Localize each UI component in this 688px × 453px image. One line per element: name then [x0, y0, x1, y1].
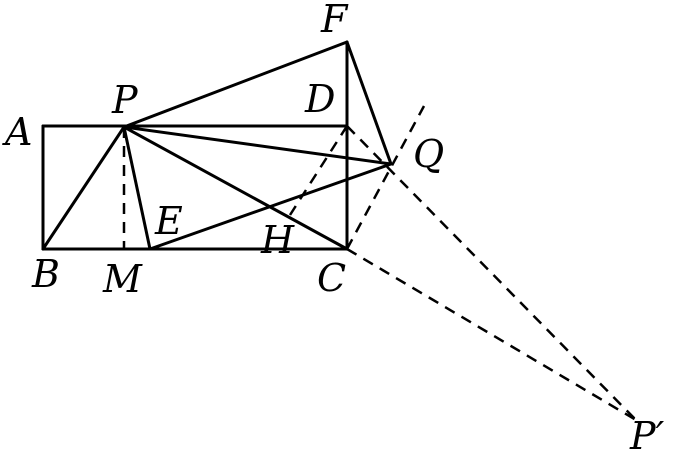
label-D: D: [304, 77, 335, 121]
segment-FQ: [345, 40, 393, 166]
label-A: A: [2, 110, 32, 154]
label-C: C: [317, 256, 346, 300]
dashed-CP-prime: [346, 247, 637, 422]
segment-PQ: [122, 125, 393, 166]
segment-EQ: [148, 162, 393, 251]
segment-PB: [41, 125, 126, 251]
segment-PC: [122, 125, 349, 251]
dashed-DP-prime: [346, 125, 637, 421]
segment-PF: [122, 40, 349, 129]
dashed-C-through-Q: [345, 105, 426, 250]
label-M: M: [102, 257, 143, 301]
label-F: F: [320, 0, 349, 41]
label-B: B: [31, 252, 60, 296]
segment-PE: [122, 125, 152, 251]
label-Q: Q: [413, 132, 444, 176]
label-H: H: [260, 218, 295, 262]
label-P-prime: P′: [629, 414, 665, 453]
dashed-DH: [288, 125, 349, 216]
label-E: E: [154, 199, 183, 243]
label-P: P: [111, 78, 139, 122]
